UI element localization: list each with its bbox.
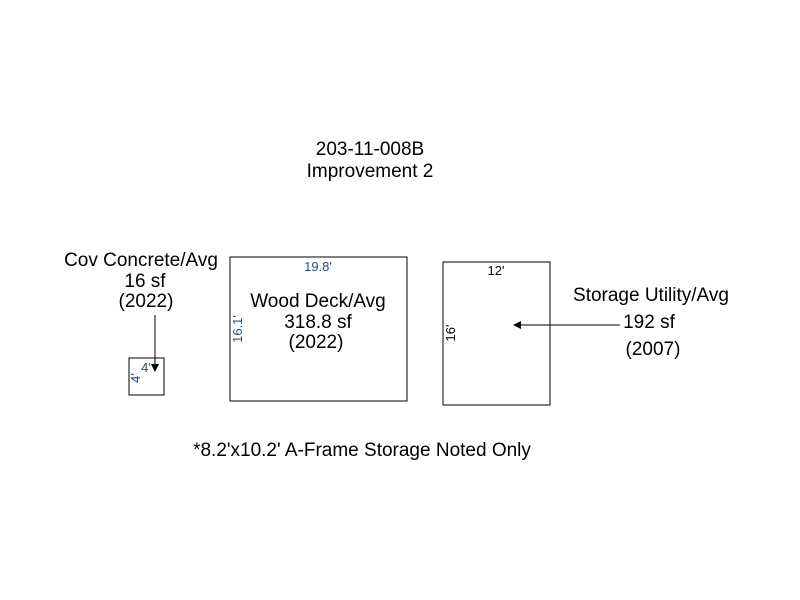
storage-utility-height-dim: 16' bbox=[443, 325, 458, 342]
cov-concrete-width-dim: 4' bbox=[141, 360, 151, 375]
wood-deck-width-dim: 19.8' bbox=[304, 259, 332, 274]
cov-concrete-height-dim: 4' bbox=[128, 373, 143, 383]
cov-concrete-area: 16 sf bbox=[124, 271, 166, 292]
wood-deck-year: (2022) bbox=[289, 332, 344, 353]
cov-concrete-shape bbox=[128, 357, 165, 396]
storage-utility-width-dim: 12' bbox=[488, 263, 505, 278]
wood-deck-shape bbox=[229, 256, 408, 402]
storage-utility-area: 192 sf bbox=[623, 312, 675, 333]
storage-utility-year: (2007) bbox=[626, 339, 681, 360]
improvement-label: Improvement 2 bbox=[307, 161, 434, 182]
wood-deck-height-dim: 16.1' bbox=[230, 315, 245, 343]
cov-concrete-name: Cov Concrete/Avg bbox=[64, 250, 218, 271]
cov-concrete-year: (2022) bbox=[119, 291, 174, 312]
wood-deck-area: 318.8 sf bbox=[284, 312, 352, 333]
parcel-id: 203-11-008B bbox=[316, 139, 424, 160]
storage-utility-name: Storage Utility/Avg bbox=[573, 285, 729, 306]
wood-deck-name: Wood Deck/Avg bbox=[250, 291, 386, 312]
storage-utility-shape bbox=[442, 261, 551, 406]
footnote: *8.2'x10.2' A-Frame Storage Noted Only bbox=[193, 440, 531, 461]
